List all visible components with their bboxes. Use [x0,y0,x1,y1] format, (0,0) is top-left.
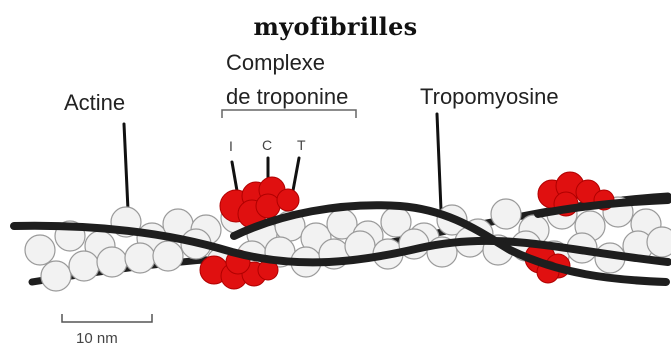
actin-bead [97,247,127,277]
scale-bar [62,314,152,322]
troponin-bracket [222,110,356,118]
actin-bead [647,227,671,257]
troponin-subunit [277,189,299,211]
actin-bead [491,199,521,229]
actin-bead [25,235,55,265]
actin-bead [41,261,71,291]
actin-bead [153,241,183,271]
actine-pointer-line [124,124,128,210]
actin-bead [125,243,155,273]
troponin-subunit [256,194,280,218]
actin-bead [69,251,99,281]
tropomyosine-pointer-line [437,114,441,210]
